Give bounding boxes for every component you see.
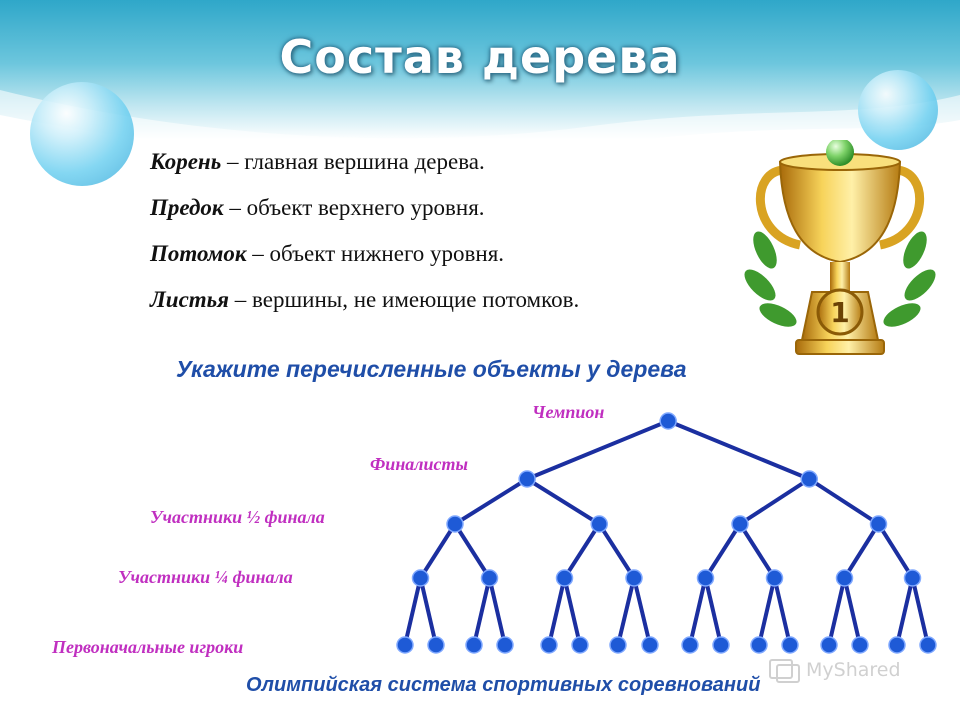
watermark-logo-icon [769,659,800,683]
tree-node-initial-player [750,636,768,654]
definition-text: – объект нижнего уровня. [246,241,505,266]
tree-node-semifinalist [590,515,608,533]
tree-edge [547,577,567,646]
tree-edge [688,577,708,646]
decorative-bubble-left [30,82,134,186]
tree-edge [703,577,723,646]
tree-node-quarterfinalist [555,569,574,587]
header-wave [0,90,960,160]
definition-term: Листья [150,287,230,312]
tree-node-initial-player [919,636,937,654]
tree-edge [418,522,457,580]
tree-node-quarterfinalist [411,569,430,587]
tree-node-quarterfinalist [625,569,643,587]
definition-text: – вершины, не имеющие потомков. [229,287,580,312]
tree-edge [632,577,652,646]
definition-term: Предок [150,195,224,220]
definition-root: Корень – главная вершина дерева. [150,150,770,173]
tree-node-finalist [518,470,536,488]
definition-text: – главная вершина дерева. [221,149,485,174]
tree-edge [526,477,601,526]
trophy-icon: 1 [744,140,936,355]
instruction-text: Укажите перечисленные объекты у дерева [176,356,687,382]
tree-node-initial-player [641,636,659,654]
tree-node-quarterfinalist [480,569,499,587]
slide-title: Состав дерева [279,30,681,84]
tree-node-quarterfinalist [765,569,784,587]
definitions-list: Корень – главная вершина дерева. Предок … [150,150,770,334]
label-finalists: Финалисты [370,454,469,474]
tree-node-initial-player [465,636,483,654]
tree-node-initial-player [540,636,558,654]
tree-edge [772,577,792,646]
label-semifinal: Участники ½ финала [150,507,325,527]
tree-node-initial-player [609,636,627,654]
tree-edge [703,522,742,580]
definition-ancestor: Предок – объект верхнего уровня. [150,196,770,219]
tree-node-initial-player [820,636,838,654]
tree-node-finalist [800,470,818,488]
tree-node-semifinalist [731,515,749,533]
tree-edge [842,577,862,646]
watermark-text: MyShared [806,659,901,681]
tree-node-initial-player [681,636,699,654]
tree-edge [616,577,636,646]
tree-node-initial-player [712,636,730,654]
definition-descendant: Потомок – объект нижнего уровня. [150,242,770,265]
tree-edge [403,577,423,646]
tree-node-initial-player [851,636,869,654]
tree-edge [738,522,777,580]
tree-node-quarterfinalist [903,569,922,587]
tree-edge [562,522,601,580]
tree-node-initial-player [781,636,799,654]
tree-edge [827,577,847,646]
tree-node-initial-player [427,636,445,654]
watermark: MyShared [768,657,938,687]
tree-edge [738,477,811,526]
trophy-number: 1 [830,296,849,329]
tree-node-semifinalist [869,515,888,533]
label-initial-players: Первоначальные игроки [52,637,244,657]
tree-node-semifinalist [446,515,464,533]
tree-node-quarterfinalist [696,569,715,587]
tree-edge [895,577,915,646]
tree-edge [472,577,492,646]
tree-edge [842,522,881,580]
decorative-bubble-right [858,70,938,150]
tree-node-initial-player [888,636,906,654]
tree-node-initial-player [496,636,514,654]
definition-term: Корень [150,149,222,174]
definition-text: – объект верхнего уровня. [223,195,485,220]
tree-edge [526,419,669,481]
tree-node-quarterfinalist [835,569,854,587]
definition-term: Потомок [150,241,247,266]
tree-edge [808,477,880,526]
tree-edge [487,577,507,646]
tree-node-champion [659,412,677,430]
tree-edge [453,477,529,526]
tree-edge [453,522,492,580]
tree-edge [597,522,636,580]
tree-edge [757,577,777,646]
tree-node-initial-player [396,636,414,654]
label-quarterfinal: Участники ¼ финала [118,567,293,587]
definition-leaves: Листья – вершины, не имеющие потомков. [150,288,770,311]
tree-edge [562,577,582,646]
tree-edge [910,577,930,646]
tree-edge [876,522,915,580]
tree-edge [418,577,438,646]
diagram-caption: Олимпийская система спортивных соревнова… [246,674,761,696]
tree-node-initial-player [571,636,589,654]
label-champion: Чемпион [532,402,605,422]
tree-edge [667,419,811,481]
